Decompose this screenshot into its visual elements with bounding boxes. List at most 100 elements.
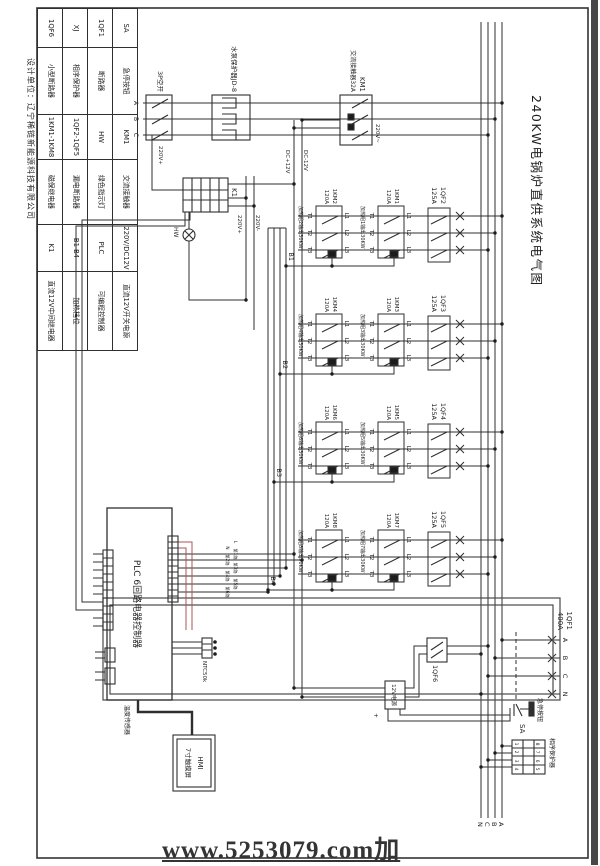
legend-cell: 相序保护器 (62, 47, 88, 115)
g4-qf-rating: 125A (430, 511, 438, 528)
svg-text:T1: T1 (306, 536, 312, 544)
g2-load-top: 加热组3输出30KW (359, 314, 366, 357)
g3-qf-rating: 125A (430, 403, 438, 420)
svg-text:L1: L1 (343, 429, 349, 436)
legend-cell: 绿色指示灯 (87, 159, 113, 225)
g2-load-bot: 加热组4输出30KW (297, 314, 304, 357)
plus-mark: + (372, 713, 379, 718)
legend-cell: 交流接触器 (112, 159, 138, 225)
svg-text:7: 7 (534, 751, 540, 754)
svg-text:L1: L1 (405, 537, 411, 544)
svg-text:L2: L2 (405, 554, 411, 561)
page-border (36, 7, 589, 859)
svg-text:T2: T2 (306, 229, 312, 237)
legend-row: XJ 相序保护器 1QF2-1QF5 漏电断路器 B1-B4 加热档位 (62, 8, 88, 351)
svg-text:T2: T2 (306, 553, 312, 561)
g4-km-bot-rating: 120A (323, 514, 329, 528)
svg-text:第4路: 第4路 (224, 570, 231, 582)
svg-text:T1: T1 (368, 428, 374, 436)
junction-dots (213, 101, 504, 769)
sa-button-icon (528, 701, 535, 717)
legend-cell: 1QF1 (87, 8, 113, 48)
hmi-desc: 7寸触摸屏 (184, 748, 193, 779)
hw-lamp-label: HW (172, 227, 179, 238)
incoming-phase-b: B (561, 656, 569, 660)
svg-text:T3: T3 (368, 462, 374, 470)
drawing-title: 240KW电锅炉直供系统电气图 (529, 95, 544, 286)
g2-qf-name: 1QF3 (439, 295, 447, 312)
psu-label: 12V电源 (390, 684, 398, 706)
svg-text:T1: T1 (306, 428, 312, 436)
g3-b-label: B3 (275, 468, 283, 477)
pump-contactor-desc: 交流接触器32A (349, 50, 357, 93)
heater-groups-symbols (298, 205, 502, 587)
g2-km-bot-rating: 120A (323, 298, 329, 312)
legend-row: SA 急停按钮 KM1 交流接触器 220V/DC12V 直流12V开关电源 (112, 8, 138, 351)
main-breaker-rating: 400A (556, 612, 564, 630)
pump-protector-label: 水泵保护器JD-8 (230, 46, 239, 92)
g4-load-bot: 加热组8输出30KW (297, 530, 304, 573)
svg-text:T3: T3 (368, 354, 374, 362)
legend-table: SA 急停按钮 KM1 交流接触器 220V/DC12V 直流12V开关电源 1… (37, 8, 138, 351)
ntc-terminal-block (201, 637, 213, 659)
svg-text:4: 4 (513, 768, 519, 771)
svg-text:L2: L2 (405, 446, 411, 453)
ntc-label: NTC50k (201, 661, 207, 683)
g4-b-label: B4 (269, 576, 277, 585)
svg-text:1: 1 (513, 743, 519, 746)
svg-text:L1: L1 (343, 213, 349, 220)
component-symbols (102, 94, 546, 792)
svg-text:T1: T1 (306, 212, 312, 220)
legend-cell: SA (112, 8, 138, 48)
g3-load-top: 加热组5输出30KW (359, 422, 366, 465)
scan-edge-strip (591, 0, 598, 865)
legend-cell: XJ (62, 8, 88, 48)
rail-220v-plus: 220V+ (236, 215, 242, 234)
svg-text:第3路: 第3路 (232, 562, 239, 574)
km1-coil (347, 123, 355, 131)
svg-text:L1: L1 (405, 321, 411, 328)
pump-switch-label: 3P空开 (156, 71, 165, 93)
pump-coil-voltage: 220V~ (374, 124, 380, 143)
legend-cell: 断路器 (87, 47, 113, 115)
sa-label: SA (518, 724, 526, 734)
hw-lamp-icon (182, 228, 196, 242)
legend-cell: 220V/DC12V (112, 224, 138, 272)
svg-text:L3: L3 (405, 247, 411, 254)
pump-protector-box (211, 94, 251, 141)
pump-switch-box (145, 94, 173, 141)
svg-text:L2: L2 (343, 554, 349, 561)
legend-cell: 漏电断路器 (62, 159, 88, 225)
g4-qf-name: 1QF5 (439, 511, 447, 528)
svg-text:T3: T3 (306, 462, 312, 470)
svg-text:L2: L2 (343, 230, 349, 237)
legend-cell: 急停按钮 (112, 47, 138, 115)
g4-km-top-rating: 120A (385, 514, 391, 528)
hmi-name: HMI (196, 756, 204, 769)
g1-km-bot-rating: 120A (323, 190, 329, 204)
plc-box (106, 507, 173, 701)
svg-text:第1路: 第1路 (232, 548, 239, 560)
g1-load-bot: 加热组2输出30KW (297, 206, 304, 249)
plc-top-terminal-strip (167, 535, 179, 603)
legend-cell: 1QF6 (37, 8, 63, 48)
svg-text:T2: T2 (368, 337, 374, 345)
legend-cell: KM1 (112, 114, 138, 160)
g1-qf-rating: 125A (430, 187, 438, 204)
svg-text:8: 8 (534, 743, 540, 746)
g4-km-bot: 1KM8 (331, 513, 337, 529)
g1-b-label: B1 (287, 252, 295, 261)
legend-cell: PLC (87, 224, 113, 272)
k1-relay-box (182, 177, 229, 213)
legend-cell: 直流12V中间继电器 (37, 271, 63, 351)
control-tap-label: 220V+ (157, 146, 163, 165)
svg-text:L: L (233, 541, 238, 544)
k1-label: K1 (230, 188, 238, 197)
svg-text:T3: T3 (368, 246, 374, 254)
incoming-phase-a: A (561, 638, 569, 643)
legend-cell: HW (87, 114, 113, 160)
svg-text:L3: L3 (343, 571, 349, 578)
main-breaker-name: 1QF1 (565, 612, 573, 630)
g4-load-top: 加热组7输出30KW (359, 530, 366, 573)
